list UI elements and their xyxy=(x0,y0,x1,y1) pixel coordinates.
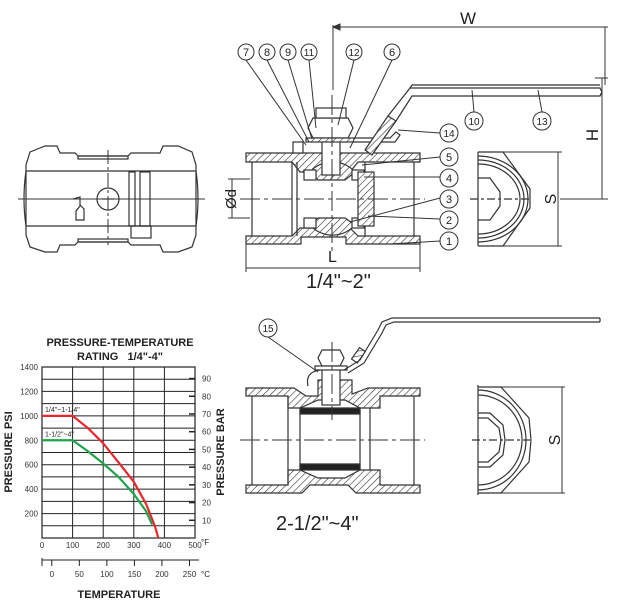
dim-hex-small: S xyxy=(543,194,560,205)
y2-tick-label: 40 xyxy=(202,463,211,472)
x-tick-label-f: 500 xyxy=(188,541,202,550)
callout-3: 3 xyxy=(446,194,452,206)
y-tick-label: 1200 xyxy=(20,387,38,396)
series-line-1 xyxy=(42,414,160,539)
callout-1: 1 xyxy=(446,236,452,248)
callout-7: 7 xyxy=(243,47,249,59)
dim-length: L xyxy=(328,249,337,266)
y-tick-label: 1000 xyxy=(20,412,38,421)
y2-tick-label: 10 xyxy=(202,516,211,525)
section-view-top xyxy=(245,107,421,245)
y2-tick-label: 80 xyxy=(202,392,211,401)
l-dimension xyxy=(245,244,421,272)
y2-tick-label: 20 xyxy=(202,499,211,508)
callout-6: 6 xyxy=(389,47,395,59)
callout-8: 8 xyxy=(264,47,270,59)
chart-title: PRESSURE-TEMPERATURE xyxy=(46,337,194,349)
series-label-2: 1-1/2"~4" xyxy=(45,431,74,438)
y2-tick-label: 90 xyxy=(202,375,211,384)
y2-tick-label: 30 xyxy=(202,481,211,490)
dim-hex-large: S xyxy=(547,435,564,446)
y2-tick-label: 50 xyxy=(202,445,211,454)
x-tick-label-c: 200 xyxy=(155,570,169,579)
callout-13: 13 xyxy=(536,117,548,128)
x-tick-label-c: 50 xyxy=(75,570,84,579)
x-tick-label-f: 300 xyxy=(127,541,141,550)
x-tick-label-f: 400 xyxy=(158,541,172,550)
size-label-large: 2-1/2"~4" xyxy=(276,513,359,535)
side-view-top xyxy=(18,145,205,253)
y-axis-label: PRESSURE PSI xyxy=(3,411,15,492)
callout-numbers: 7 8 9 11 12 6 10 13 14 5 4 3 2 1 15 xyxy=(243,47,548,335)
handle xyxy=(387,84,603,122)
callout-9: 9 xyxy=(285,47,291,59)
callout-5: 5 xyxy=(446,152,452,164)
callouts xyxy=(237,43,552,338)
y-tick-label: 200 xyxy=(25,510,39,519)
end-view-top xyxy=(470,151,562,247)
pressure-temperature-chart: 1/4"~1-1/4"1-1/2"~4" 2004006008001000120… xyxy=(3,363,227,601)
y-tick-label: 1400 xyxy=(20,363,38,372)
bore-dimension xyxy=(228,178,250,219)
x-unit-f: °F xyxy=(201,538,209,547)
series-line-2 xyxy=(42,439,154,526)
y-tick-label: 400 xyxy=(25,485,39,494)
x-tick-label-f: 0 xyxy=(40,541,45,550)
y-tick-label: 800 xyxy=(25,436,39,445)
y2-axis-label: PRESSURE BAR xyxy=(215,408,227,495)
callout-11: 11 xyxy=(304,48,315,59)
x-axis-label: TEMPERATURE xyxy=(78,589,161,601)
end-view-large xyxy=(472,385,565,495)
callout-10: 10 xyxy=(468,117,480,128)
callout-15: 15 xyxy=(262,324,274,335)
callout-leaders xyxy=(245,59,543,245)
chart-subtitle: RATING 1/4"-4" xyxy=(76,351,164,363)
y2-tick-label: 60 xyxy=(202,428,211,437)
dim-width: W xyxy=(460,9,476,28)
callout-14: 14 xyxy=(443,129,455,140)
x-tick-label-c: 150 xyxy=(128,570,142,579)
x-tick-label-c: 100 xyxy=(100,570,114,579)
x-tick-label-c: 0 xyxy=(50,570,55,579)
section-view-large xyxy=(245,317,601,494)
callout-12: 12 xyxy=(348,48,360,59)
size-label-small: 1/4"~2" xyxy=(306,271,371,293)
x-tick-label-f: 200 xyxy=(97,541,111,550)
callout-4: 4 xyxy=(446,173,452,185)
dim-bore: Ød xyxy=(223,189,240,209)
x-tick-label-c: 250 xyxy=(183,570,197,579)
w-dimension xyxy=(331,23,608,90)
chart-series: 1/4"~1-1/4" 1-1/2"~4" xyxy=(42,407,160,539)
h-dimension xyxy=(560,77,608,200)
dim-height: H xyxy=(583,129,602,141)
series-label-1: 1/4"~1-1/4" xyxy=(45,407,80,414)
chart-grid xyxy=(41,366,196,539)
callout-2: 2 xyxy=(446,215,452,227)
y2-tick-label: 70 xyxy=(202,410,211,419)
y-tick-label: 600 xyxy=(25,461,39,470)
x-tick-label-f: 100 xyxy=(66,541,80,550)
x-unit-c: °C xyxy=(201,570,210,579)
